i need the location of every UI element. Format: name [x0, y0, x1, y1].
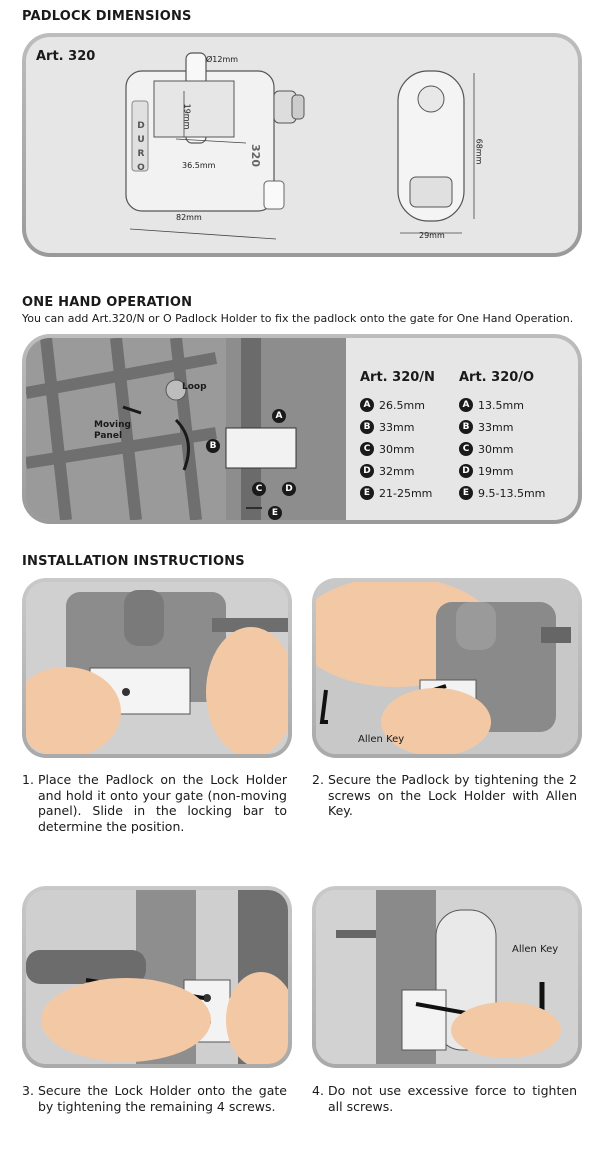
row-key: B [459, 420, 473, 434]
moving-panel-label-line1: Moving [94, 420, 131, 430]
list-item: B 33mm [459, 416, 545, 438]
row-value: 21-25mm [379, 486, 433, 500]
inner-width-label: 36.5mm [182, 161, 216, 170]
row-key: A [360, 398, 374, 412]
step1-illustration [26, 582, 288, 754]
callout-c-letter: C [252, 482, 266, 496]
step4-photo: Allen Key [312, 886, 582, 1068]
col-o-values: A 13.5mm B 33mm C 30mm D 19mm E 9.5-13.5mm [459, 394, 545, 504]
step-4-number: 4. [312, 1083, 324, 1098]
row-value: 13.5mm [478, 398, 524, 412]
brand-letter-r: R [137, 149, 145, 159]
row-value: 33mm [478, 420, 514, 434]
shackle-dia-label: Ø12mm [206, 55, 239, 64]
callout-b-letter: B [206, 439, 220, 453]
callout-d-letter: D [282, 482, 296, 496]
row-value: 32mm [379, 464, 415, 478]
row-key: C [360, 442, 374, 456]
height-label: 68mm [474, 138, 484, 165]
art-label: Art. 320 [36, 49, 96, 64]
step-4-text: Do not use excessive force to tighten al… [328, 1083, 577, 1114]
list-item: A 13.5mm [459, 394, 545, 416]
padlock-front-drawing [125, 52, 305, 240]
list-item: C 30mm [459, 438, 545, 460]
callout-e-letter: E [268, 506, 282, 520]
step-2: 2. Secure the Padlock by tightening the … [312, 772, 577, 819]
list-item: A 26.5mm [360, 394, 432, 416]
model-mark: 320 [248, 144, 262, 167]
list-item: D 19mm [459, 460, 545, 482]
step-2-number: 2. [312, 772, 324, 787]
moving-panel-label-line2: Panel [94, 431, 123, 441]
step-1-text: Place the Padlock on the Lock Holder and… [38, 772, 287, 834]
row-value: 19mm [478, 464, 514, 478]
install-title: INSTALLATION INSTRUCTIONS [22, 554, 245, 569]
list-item: E 9.5-13.5mm [459, 482, 545, 504]
row-value: 26.5mm [379, 398, 425, 412]
step-1-number: 1. [22, 772, 34, 787]
step2-illustration [316, 582, 578, 754]
dimensions-title: PADLOCK DIMENSIONS [22, 9, 192, 24]
inner-height-label: 19mm [182, 103, 192, 130]
row-value: 30mm [379, 442, 415, 456]
step2-photo: Allen Key [312, 578, 582, 758]
callout-a: A [272, 403, 286, 423]
gate-illustration [26, 338, 346, 520]
list-item: B 33mm [360, 416, 432, 438]
list-item: E 21-25mm [360, 482, 432, 504]
brand-letter-d: D [137, 121, 145, 131]
col-n-title: Art. 320/N [360, 370, 435, 385]
row-value: 9.5-13.5mm [478, 486, 546, 500]
side-width-label: 29mm [419, 231, 445, 240]
step4-illustration [316, 890, 578, 1064]
row-key: E [360, 486, 374, 500]
callout-b: B [206, 433, 220, 453]
row-key: B [360, 420, 374, 434]
row-key: A [459, 398, 473, 412]
row-value: 30mm [478, 442, 514, 456]
row-key: E [459, 486, 473, 500]
loop-label: Loop [182, 382, 207, 392]
step-1: 1. Place the Padlock on the Lock Holder … [22, 772, 287, 834]
width-label: 82mm [176, 213, 202, 222]
row-key: D [459, 464, 473, 478]
dimensions-panel: Art. 320 D U R O 320 Ø12mm 19mm 36.5mm 8… [22, 33, 582, 257]
step-2-text: Secure the Padlock by tightening the 2 s… [328, 772, 577, 818]
callout-a-letter: A [272, 409, 286, 423]
row-key: C [459, 442, 473, 456]
row-value: 33mm [379, 420, 415, 434]
step3-photo [22, 886, 292, 1068]
step3-illustration [26, 890, 288, 1064]
callout-c: C [252, 476, 266, 496]
callout-d: D [282, 476, 296, 496]
step-4: 4. Do not use excessive force to tighten… [312, 1083, 577, 1114]
step1-photo [22, 578, 292, 758]
padlock-side-drawing [397, 70, 475, 234]
col-o-title: Art. 320/O [459, 370, 535, 385]
col-n-values: A 26.5mm B 33mm C 30mm D 32mm E 21-25mm [360, 394, 432, 504]
row-key: D [360, 464, 374, 478]
allen-key-label-1: Allen Key [358, 734, 405, 745]
step-3-text: Secure the Lock Holder onto the gate by … [38, 1083, 287, 1114]
step-3: 3. Secure the Lock Holder onto the gate … [22, 1083, 287, 1114]
brand-letter-u: U [137, 135, 145, 145]
list-item: D 32mm [360, 460, 432, 482]
one-hand-title: ONE HAND OPERATION [22, 295, 193, 310]
one-hand-subtitle: You can add Art.320/N or O Padlock Holde… [22, 312, 574, 325]
allen-key-label-2: Allen Key [512, 944, 559, 955]
brand-letter-o: O [137, 163, 145, 173]
one-hand-panel: Loop Moving Panel A B C D E Art. 320/N A… [22, 334, 582, 524]
callout-e: E [268, 500, 282, 520]
list-item: C 30mm [360, 438, 432, 460]
brand-letters: D U R O [134, 119, 148, 177]
step-3-number: 3. [22, 1083, 34, 1098]
